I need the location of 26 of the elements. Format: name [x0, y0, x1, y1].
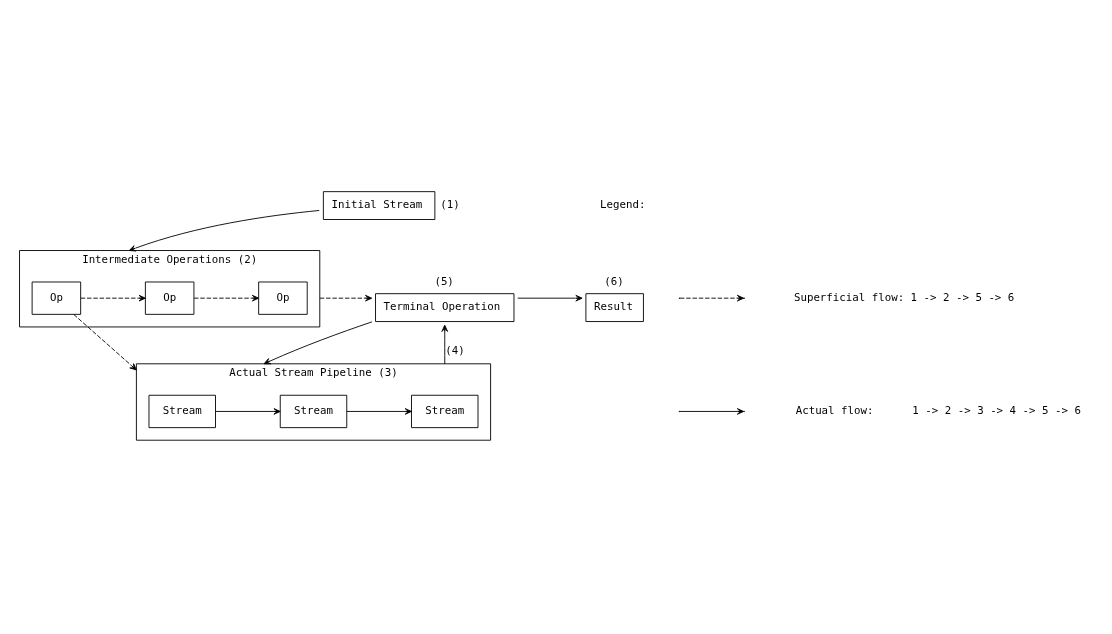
node-label: (5)	[434, 274, 454, 288]
node-label: (6)	[604, 274, 624, 288]
legend-label: Actual flow: 1 -> 2 -> 3 -> 4 -> 5 -> 6	[795, 403, 1081, 417]
label: Legend:	[600, 197, 646, 211]
node-box: Initial Stream	[322, 190, 436, 220]
arrow	[319, 294, 373, 301]
arrow	[193, 294, 260, 301]
node-box: Stream	[279, 394, 348, 428]
arrow	[263, 320, 373, 364]
node-box: Stream	[148, 394, 216, 428]
node-box: Terminal Operation	[375, 292, 515, 322]
arrow	[73, 313, 137, 370]
node-box: Result	[585, 292, 644, 322]
arrow	[346, 407, 412, 415]
node-box: Stream	[411, 394, 479, 428]
arrow	[215, 407, 281, 415]
arrow	[80, 294, 146, 301]
arrow	[517, 294, 583, 301]
node-label: (1)	[440, 197, 460, 211]
node-box: Op	[144, 281, 195, 315]
arrow	[441, 324, 449, 364]
node-box: Op	[31, 281, 82, 315]
edge-label: (4)	[445, 343, 465, 357]
node-box: Op	[258, 281, 308, 315]
legend-label: Superficial flow: 1 -> 2 -> 5 -> 6	[793, 290, 1015, 304]
arrow	[128, 209, 320, 251]
